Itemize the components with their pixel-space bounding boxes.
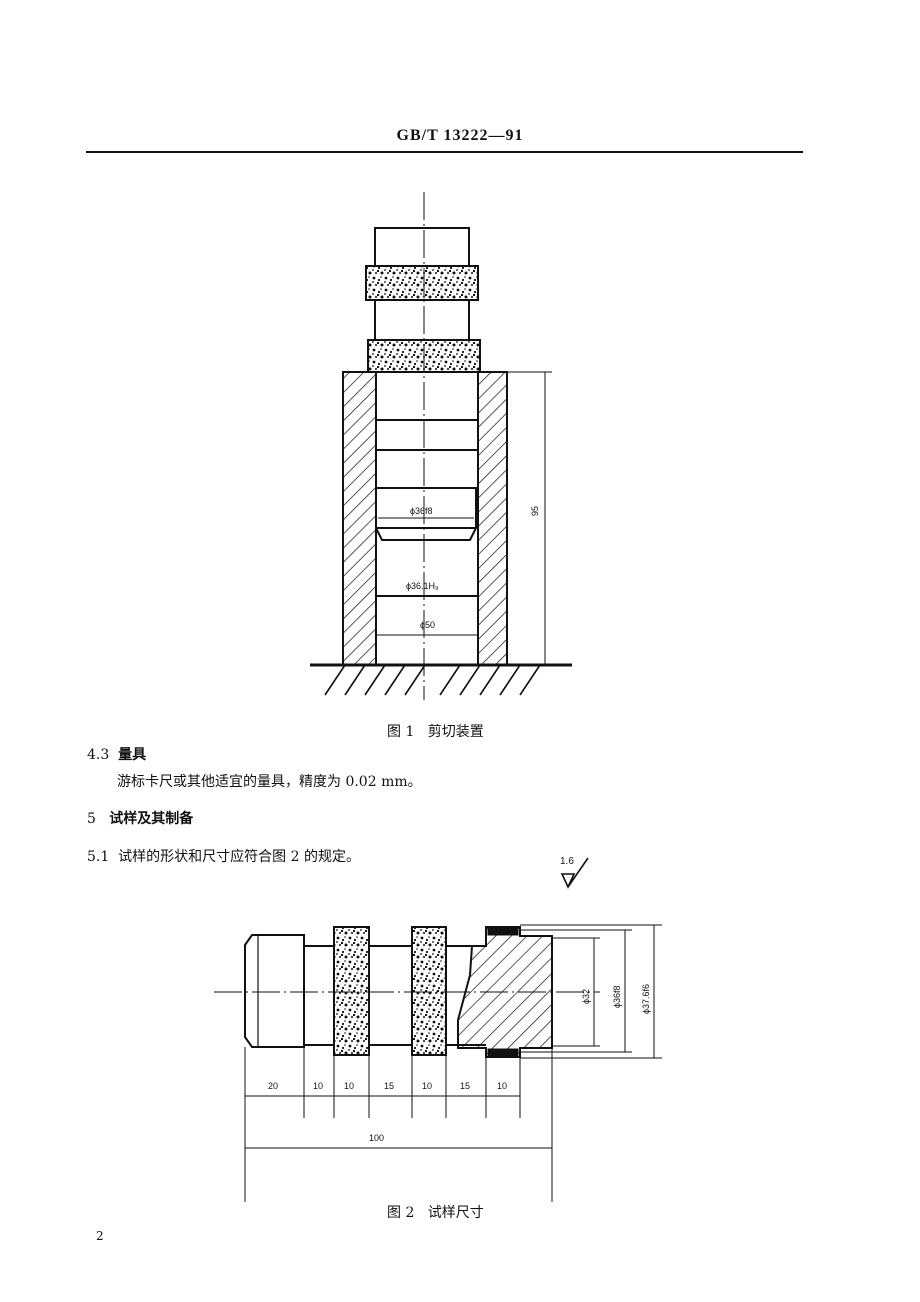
fig2-d32-label: ϕ32 [581, 989, 591, 1004]
fig2-seg-4-label: 15 [384, 1081, 394, 1091]
fig1-bore-diameter-label: ϕ36.1H₉ [406, 581, 439, 591]
figure1-shear-device: ϕ36f8 ϕ36.1H₉ ϕ50 95 [310, 192, 572, 700]
section-4-3-title: 量具 [118, 747, 147, 763]
section-4-3-heading: 4.3 量具 [87, 744, 146, 764]
figure1-caption: 图 1 剪切装置 [387, 721, 484, 741]
figure2-caption-number: 图 2 [387, 1205, 415, 1221]
header-rule [86, 151, 803, 153]
section-5-1-number: 5.1 [87, 849, 110, 865]
standard-code-header: GB/T 13222—91 [396, 127, 524, 144]
fig2-seg-3-label: 10 [344, 1081, 354, 1091]
section-4-3-number: 4.3 [87, 747, 110, 763]
surface-roughness-symbol: 1.6 [560, 856, 589, 889]
fig2-seg-2-label: 10 [313, 1081, 323, 1091]
fig2-seg-1-label: 20 [268, 1081, 278, 1091]
fig2-seg-6-label: 15 [460, 1081, 470, 1091]
section-5-1-paragraph: 5.1 试样的形状和尺寸应符合图 2 的规定。 [87, 846, 360, 866]
figure1-caption-text: 剪切装置 [427, 724, 484, 740]
fig2-d36-label: ϕ36f8 [612, 985, 622, 1008]
section-5-heading: 5 试样及其制备 [87, 808, 193, 828]
section-5-1-body: 试样的形状和尺寸应符合图 2 的规定。 [118, 849, 360, 865]
fig1-height-label: 95 [530, 506, 540, 516]
fig2-d37-label: ϕ37.6f6 [641, 984, 651, 1014]
figure2-specimen-dimensions: 20 10 10 15 10 15 10 100 ϕ32 ϕ36f8 ϕ37.6… [214, 924, 662, 1202]
roughness-value: 1.6 [560, 856, 574, 867]
fig1-outer-diameter-label: ϕ50 [420, 620, 435, 630]
fig1-inner-diameter-label: ϕ36f8 [410, 506, 433, 516]
fig2-seg-7-label: 10 [497, 1081, 507, 1091]
section-4-3-body: 游标卡尺或其他适宜的量具，精度为 0.02 mm。 [117, 774, 422, 790]
figure2-caption: 图 2 试样尺寸 [387, 1202, 484, 1222]
page-number: 2 [96, 1229, 104, 1243]
figure2-caption-text: 试样尺寸 [427, 1205, 484, 1221]
fig2-seg-5-label: 10 [422, 1081, 432, 1091]
section-5-title: 试样及其制备 [109, 811, 194, 827]
fig2-total-length-label: 100 [369, 1133, 384, 1143]
section-5-number: 5 [87, 811, 96, 827]
figure1-caption-number: 图 1 [387, 724, 415, 740]
